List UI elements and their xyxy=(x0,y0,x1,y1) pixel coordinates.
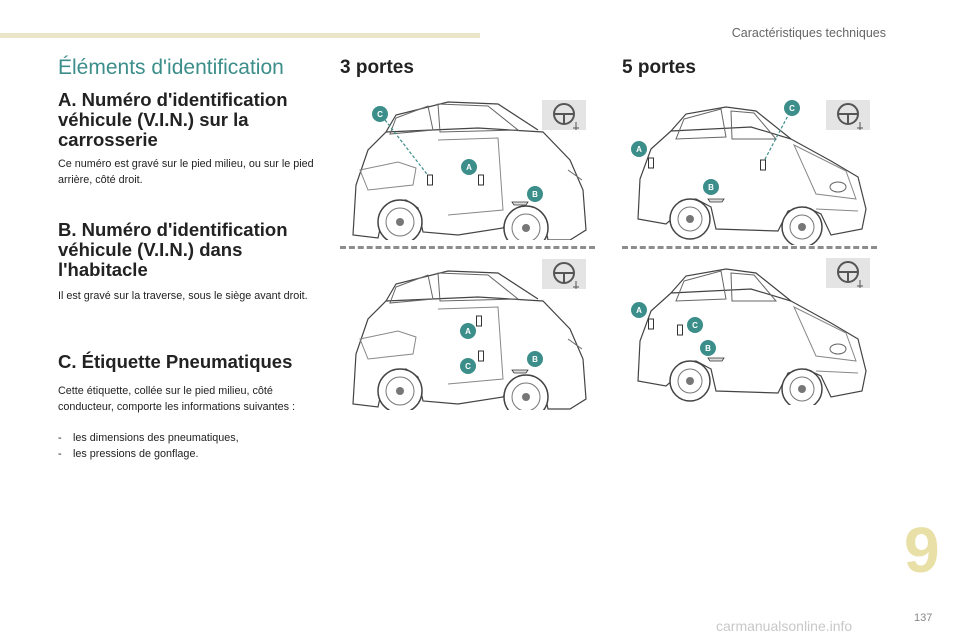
five-door-car-illustration xyxy=(637,268,867,405)
five-door-exterior-figure: C A B xyxy=(631,99,871,245)
running-header: Caractéristiques techniques xyxy=(731,26,886,40)
section-c-body: Cette étiquette, collée sur le pied mili… xyxy=(58,385,296,413)
marker-b-badge: B xyxy=(527,351,543,367)
vin-plate-icon xyxy=(478,350,484,362)
marker-c-label: C xyxy=(465,362,471,371)
marker-a-badge: A xyxy=(631,302,647,318)
five-door-heading: 5 portes xyxy=(622,57,696,78)
section-a-heading: A. Numéro d'identification véhicule (V.I… xyxy=(58,89,288,150)
vin-plate-icon xyxy=(427,174,433,186)
section-c-heading: C. Étiquette Pneumatiques xyxy=(58,351,293,372)
floor-plate-icon xyxy=(707,198,725,203)
page-number: 137 xyxy=(914,612,933,624)
marker-b-badge: B xyxy=(527,186,543,202)
steering-wheel-icon xyxy=(541,99,587,131)
section-c-list: les dimensions des pneumatiques, les pre… xyxy=(58,431,320,462)
marker-a-label: A xyxy=(636,306,642,315)
steering-wheel-icon xyxy=(541,258,587,290)
marker-b-label: B xyxy=(532,355,538,364)
marker-a-label: A xyxy=(466,163,472,172)
vin-plate-icon xyxy=(677,324,683,336)
list-item: les dimensions des pneumatiques, xyxy=(58,431,320,447)
watermark: carmanualsonline.info xyxy=(716,618,853,634)
marker-c-badge: C xyxy=(372,106,388,122)
floor-plate-icon xyxy=(511,201,529,206)
section-a-body: Ce numéro est gravé sur le pied milieu, … xyxy=(58,158,314,186)
marker-c-badge: C xyxy=(687,317,703,333)
dashed-separator xyxy=(622,246,877,249)
marker-c-label: C xyxy=(789,104,795,113)
three-door-interior-figure: A C B xyxy=(352,258,587,410)
marker-b-label: B xyxy=(708,183,714,192)
floor-plate-icon xyxy=(707,357,725,362)
list-item: les pressions de gonflage. xyxy=(58,447,320,463)
marker-b-label: B xyxy=(705,344,711,353)
five-door-interior-figure: A C B xyxy=(631,257,871,405)
vin-plate-icon xyxy=(760,159,766,171)
top-rule xyxy=(0,33,480,38)
floor-plate-icon xyxy=(511,369,529,374)
three-door-exterior-figure: C A B xyxy=(352,99,587,240)
marker-c-badge: C xyxy=(784,100,800,116)
marker-a-label: A xyxy=(465,327,471,336)
marker-c-label: C xyxy=(692,321,698,330)
vin-plate-icon xyxy=(478,174,484,186)
steering-wheel-icon xyxy=(825,99,871,131)
section-b-heading: B. Numéro d'identification véhicule (V.I… xyxy=(58,219,288,280)
marker-c-label: C xyxy=(377,110,383,119)
marker-a-badge: A xyxy=(460,323,476,339)
chapter-number: 9 xyxy=(904,514,940,586)
marker-b-badge: B xyxy=(700,340,716,356)
vin-plate-icon xyxy=(476,315,482,327)
marker-b-label: B xyxy=(532,190,538,199)
page-title: Éléments d'identification xyxy=(58,56,284,79)
steering-wheel-icon xyxy=(825,257,871,289)
section-b-body: Il est gravé sur la traverse, sous le si… xyxy=(58,290,308,302)
vin-plate-icon xyxy=(648,157,654,169)
marker-a-badge: A xyxy=(461,159,477,175)
three-door-car-illustration xyxy=(352,270,587,410)
marker-b-badge: B xyxy=(703,179,719,195)
dashed-separator xyxy=(340,246,595,249)
marker-a-label: A xyxy=(636,145,642,154)
marker-a-badge: A xyxy=(631,141,647,157)
marker-c-badge: C xyxy=(460,358,476,374)
three-door-heading: 3 portes xyxy=(340,57,414,78)
vin-plate-icon xyxy=(648,318,654,330)
